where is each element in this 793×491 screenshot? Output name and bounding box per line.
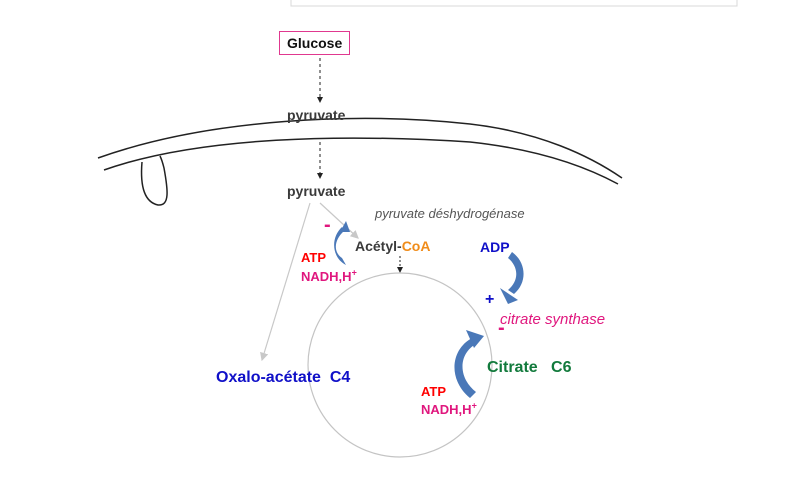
pyruvate-to-oxaloacetate-arrow bbox=[260, 202, 311, 362]
acetyl-coa-label: Acétyl-CoA bbox=[355, 239, 430, 253]
krebs-cycle-circle bbox=[307, 272, 493, 458]
glucose-box: Glucose bbox=[279, 31, 351, 55]
cs-atp-label: ATP bbox=[421, 384, 447, 399]
acetyl-text: Acétyl- bbox=[355, 238, 402, 254]
membrane-crista bbox=[140, 155, 168, 206]
pyruvate-matrix-label: pyruvate bbox=[287, 183, 346, 199]
citrate-label: Citrate C6 bbox=[487, 359, 572, 376]
outer-membrane bbox=[97, 117, 623, 179]
adp-label: ADP bbox=[480, 239, 510, 255]
pdh-nadh-label: NADH,H+ bbox=[301, 267, 357, 284]
adp-activation-curved-arrow bbox=[500, 252, 524, 304]
top-panel-frame bbox=[290, 0, 738, 7]
glucose-label: Glucose bbox=[287, 35, 343, 51]
citrate-synthase-minus-sign: - bbox=[498, 317, 505, 339]
citrate-synthase-label: citrate synthase bbox=[500, 311, 606, 328]
cs-nadh-label: NADH,H+ bbox=[421, 400, 477, 417]
pyruvate-to-acetylcoa-arrow bbox=[319, 202, 359, 239]
coa-text: CoA bbox=[401, 238, 431, 254]
pdh-minus-sign: - bbox=[324, 214, 331, 236]
pyruvate-cytosol-label: pyruvate bbox=[287, 107, 346, 123]
citrate-synthase-regulation-curved-arrow bbox=[454, 330, 484, 398]
oxaloacetate-label: Oxalo-acétate C4 bbox=[216, 369, 351, 386]
inner-membrane bbox=[103, 137, 619, 185]
pdh-regulation-curved-arrow bbox=[334, 221, 350, 265]
adp-plus-sign: + bbox=[485, 291, 495, 308]
pdh-atp-label: ATP bbox=[301, 250, 327, 265]
pyruvate-dehydrogenase-label: pyruvate déshydrogénase bbox=[375, 206, 525, 221]
